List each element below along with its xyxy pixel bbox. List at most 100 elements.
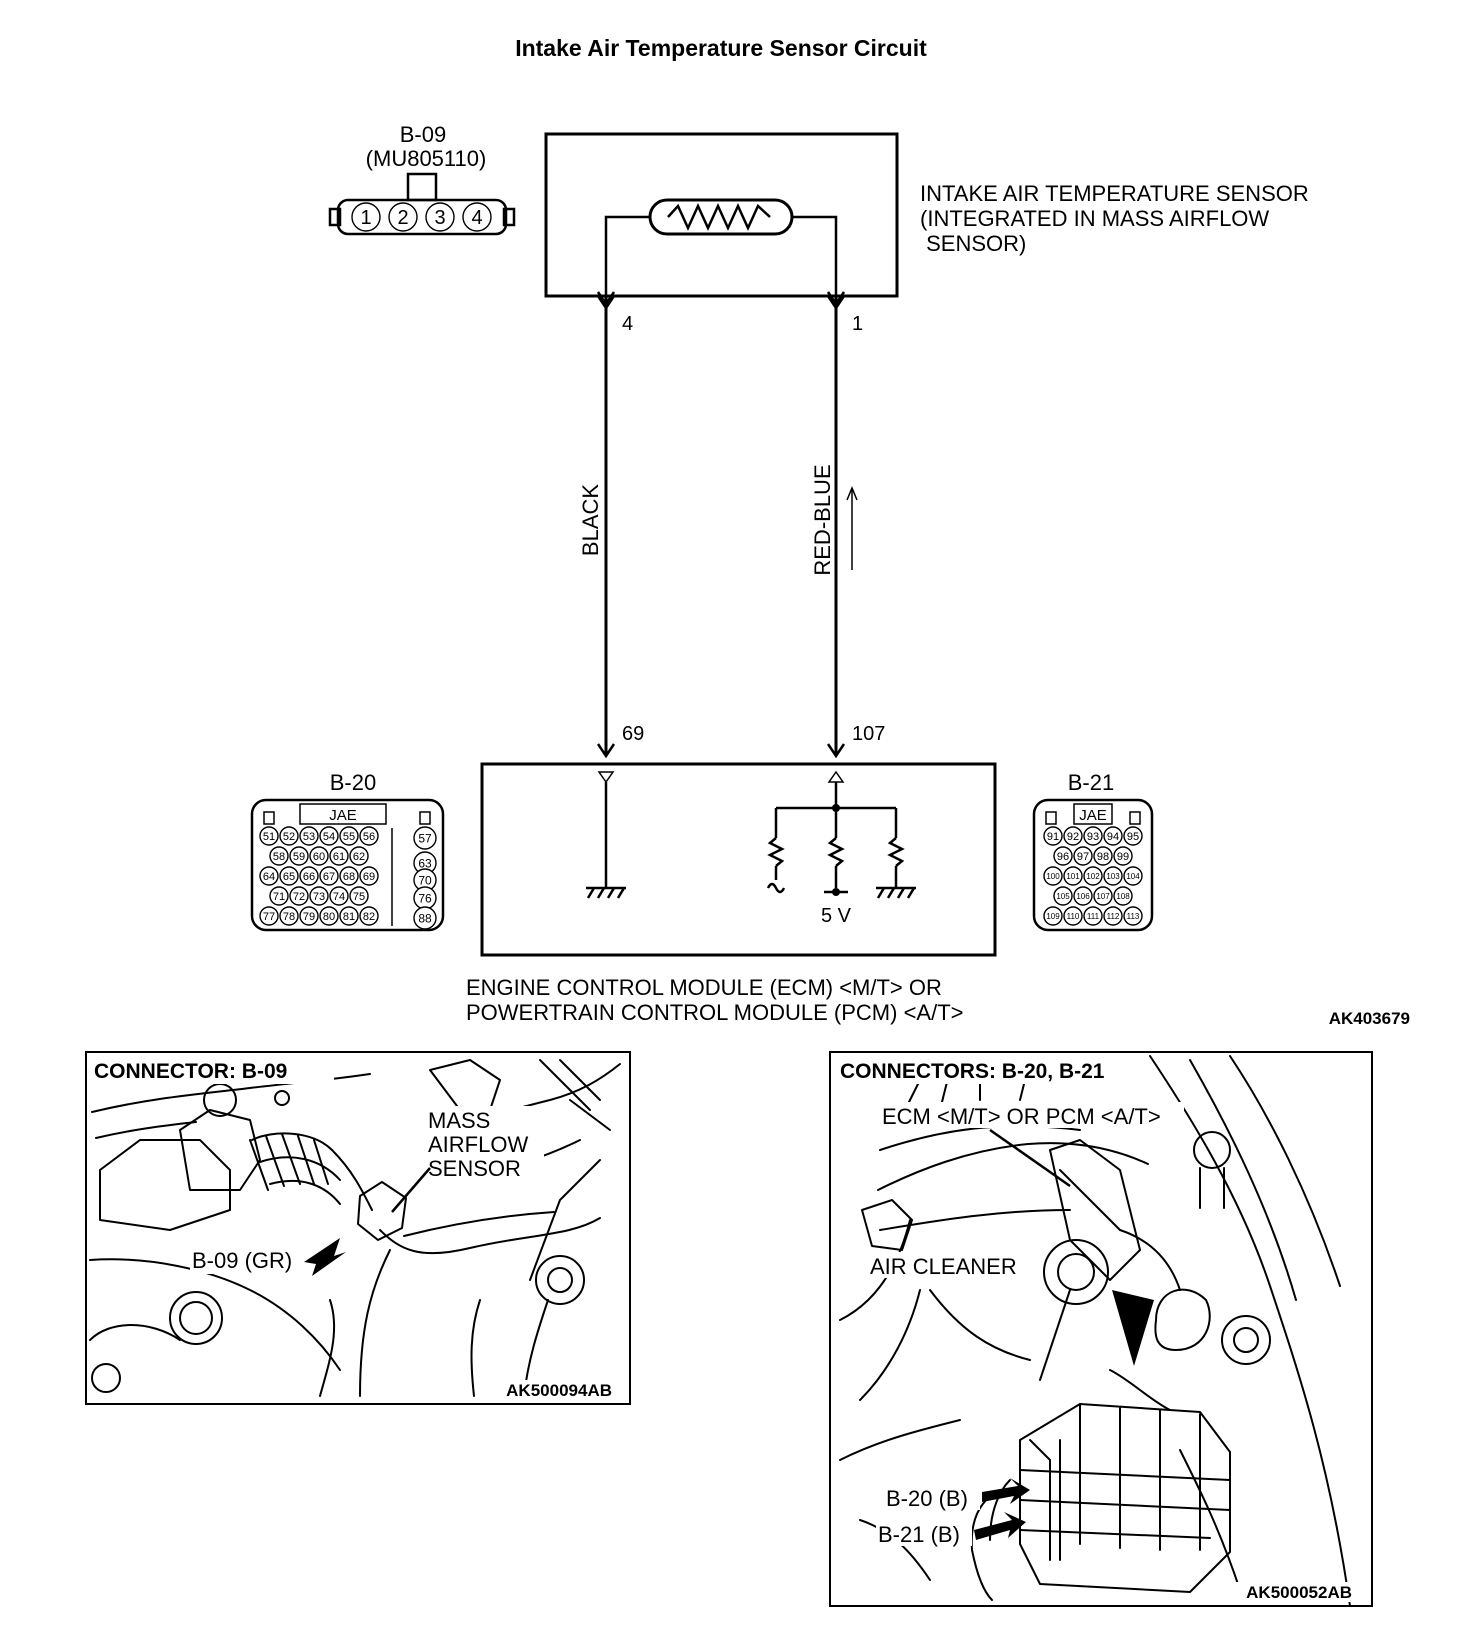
b20-pin-label: 59 bbox=[293, 851, 305, 863]
b21-pin bbox=[1043, 866, 1063, 886]
b20-pin bbox=[259, 906, 279, 926]
b21-pin bbox=[1113, 886, 1133, 906]
b20-pin-label: 66 bbox=[303, 871, 315, 883]
b20-pin-label: 68 bbox=[343, 871, 355, 883]
b20-pin-label: 74 bbox=[333, 891, 345, 903]
b09-pin-label: 3 bbox=[434, 207, 445, 229]
control-module-box: 5 V bbox=[480, 762, 997, 957]
ecm-pointer-wedge bbox=[1112, 1290, 1154, 1366]
b20-pin-label: 52 bbox=[283, 831, 295, 843]
b20-pin bbox=[359, 906, 379, 926]
b21-pin bbox=[1083, 866, 1103, 886]
photo-left-header: CONNECTOR: B-09 bbox=[94, 1060, 287, 1083]
b21-pin bbox=[1053, 886, 1073, 906]
wire-red-blue: 1 RED-BLUE 107 bbox=[810, 295, 885, 759]
b20-pin-label: 58 bbox=[273, 851, 285, 863]
b21-pin-label: 111 bbox=[1087, 912, 1100, 921]
b21-pin-label: 108 bbox=[1116, 892, 1130, 901]
b21-pin bbox=[1043, 826, 1063, 846]
photo-right-header: CONNECTORS: B-20, B-21 bbox=[840, 1060, 1105, 1083]
b20-pin-label: 69 bbox=[363, 871, 375, 883]
photo-left-callout-line3: SENSOR bbox=[428, 1156, 521, 1181]
b21-pin bbox=[1123, 826, 1143, 846]
b21-pin bbox=[1063, 906, 1083, 926]
connector-b21-maker: JAE bbox=[1079, 807, 1107, 824]
wire-red-blue-module-pin: 107 bbox=[852, 723, 885, 745]
b20-pin-label: 61 bbox=[333, 851, 345, 863]
photo-panel-connector-b09: CONNECTOR: B-09 MASS AIRFLOW SENSOR B-09… bbox=[85, 1051, 631, 1405]
b20-pin-label: 56 bbox=[363, 831, 375, 843]
b20-pin bbox=[339, 866, 359, 886]
b09-pin bbox=[351, 202, 381, 232]
b21-pin bbox=[1093, 846, 1113, 866]
photo-left-callout-line1: MASS bbox=[428, 1108, 490, 1133]
b20-pin bbox=[299, 866, 319, 886]
b21-pin bbox=[1103, 866, 1123, 886]
photo-right-callout-cleaner: AIR CLEANER bbox=[870, 1254, 1017, 1279]
b21-pin-label: 104 bbox=[1126, 872, 1140, 881]
b21-pin-label: 93 bbox=[1087, 831, 1099, 843]
b21-pin-label: 98 bbox=[1097, 851, 1109, 863]
b20-side-pin-label: 76 bbox=[418, 891, 432, 905]
b21-pin-label: 113 bbox=[1127, 912, 1140, 921]
b20-pin bbox=[279, 906, 299, 926]
b20-pin bbox=[309, 886, 329, 906]
b20-pin bbox=[259, 866, 279, 886]
b20-pin bbox=[309, 846, 329, 866]
b20-pin-label: 75 bbox=[353, 891, 365, 903]
b20-side-pin-label: 57 bbox=[418, 831, 432, 845]
b21-pin-label: 102 bbox=[1086, 872, 1100, 881]
photo-left-callout-line2: AIRFLOW bbox=[428, 1132, 528, 1157]
b20-pin bbox=[299, 826, 319, 846]
b20-pin bbox=[349, 886, 369, 906]
b21-pin-label: 110 bbox=[1067, 912, 1080, 921]
wire-black: 4 BLACK 69 bbox=[578, 295, 644, 759]
header-plate-right bbox=[834, 1056, 1148, 1084]
b09-pin-label: 1 bbox=[360, 207, 371, 229]
b20-pin-label: 64 bbox=[263, 871, 275, 883]
pointer-arrow-b21 bbox=[974, 1512, 1026, 1540]
b20-pin bbox=[339, 826, 359, 846]
diagram-title: Intake Air Temperature Sensor Circuit bbox=[515, 35, 927, 61]
b20-side-pin-label: 63 bbox=[418, 856, 432, 870]
b20-pin-label: 81 bbox=[343, 911, 355, 923]
b21-pin bbox=[1073, 846, 1093, 866]
b20-pin bbox=[259, 826, 279, 846]
b20-pin-label: 71 bbox=[273, 891, 285, 903]
b20-pin-label: 78 bbox=[283, 911, 295, 923]
b20-side-pin-label: 70 bbox=[418, 873, 432, 887]
b21-pin-label: 95 bbox=[1127, 831, 1139, 843]
b20-pin bbox=[359, 866, 379, 886]
pointer-arrow-b20 bbox=[982, 1478, 1030, 1504]
photo-right-label-b20: B-20 (B) bbox=[886, 1486, 968, 1511]
wire-red-blue-sensor-pin: 1 bbox=[852, 313, 863, 335]
photo-right-code: AK500052AB bbox=[1246, 1583, 1352, 1602]
sensor-label-line2: (INTEGRATED IN MASS AIRFLOW bbox=[920, 206, 1269, 231]
b20-side-pin bbox=[413, 826, 437, 850]
b20-pin-label: 82 bbox=[363, 911, 375, 923]
sensor-label-line1: INTAKE AIR TEMPERATURE SENSOR bbox=[920, 181, 1309, 206]
b20-pin-label: 55 bbox=[343, 831, 355, 843]
b09-pin-label: 4 bbox=[471, 207, 482, 229]
b21-pin-label: 109 bbox=[1046, 912, 1060, 921]
b20-pin bbox=[329, 846, 349, 866]
b09-pin bbox=[388, 202, 418, 232]
figure-code: AK403679 bbox=[1329, 1009, 1410, 1028]
connector-b09-part-number: (MU805110) bbox=[366, 146, 487, 171]
b20-pin-label: 80 bbox=[323, 911, 335, 923]
b20-pin-label: 60 bbox=[313, 851, 325, 863]
b20-pin-label: 73 bbox=[313, 891, 325, 903]
thermistor-resistor-symbol bbox=[667, 202, 771, 232]
module-label-line2: POWERTRAIN CONTROL MODULE (PCM) <A/T> bbox=[466, 1000, 964, 1025]
connector-b20-maker: JAE bbox=[329, 807, 357, 824]
b21-pin-label: 106 bbox=[1076, 892, 1090, 901]
b20-pin bbox=[319, 826, 339, 846]
b21-pin-label: 92 bbox=[1067, 831, 1079, 843]
photo-left-connector-label: B-09 (GR) bbox=[192, 1248, 292, 1273]
b21-pin-label: 97 bbox=[1077, 851, 1089, 863]
b20-pin bbox=[359, 826, 379, 846]
b21-pin bbox=[1083, 826, 1103, 846]
